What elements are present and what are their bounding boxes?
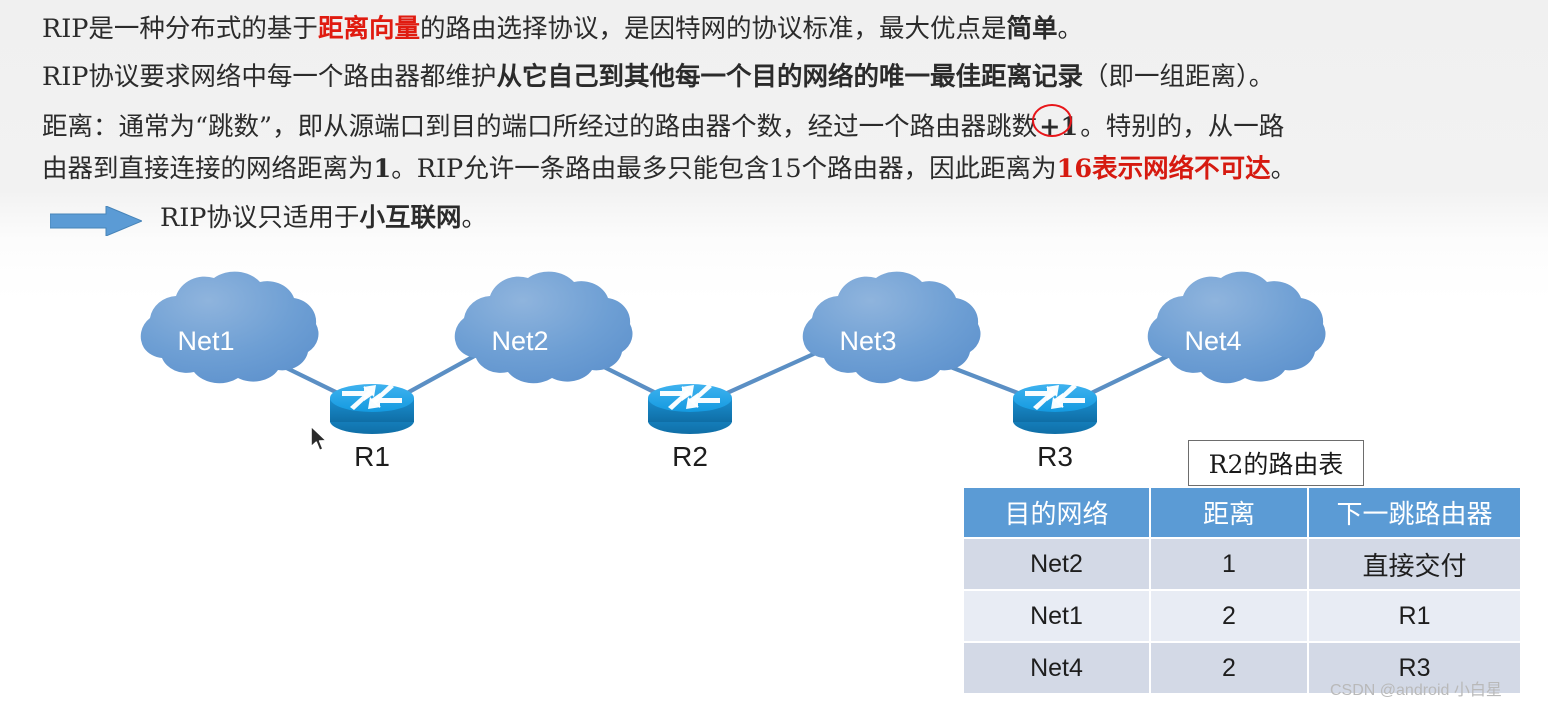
p3b-seg-1: 由器到直接连接的网络距离为 bbox=[42, 154, 374, 184]
router-label-r2: R2 bbox=[672, 441, 708, 472]
bullet-bold-small-internet: 小互联网 bbox=[359, 203, 462, 233]
p3a-seg-1: 距离：通常为“跳数”，即从源端口到目的端口所经过的路由器个数，经过一个路由器跳数 bbox=[42, 112, 1038, 142]
cell-distance: 2 bbox=[1150, 590, 1309, 643]
csdn-watermark: CSDN @android 小白星 bbox=[1330, 682, 1502, 699]
table-row: Net2 1 直接交付 bbox=[964, 538, 1520, 591]
cell-destination: Net2 bbox=[964, 538, 1151, 591]
cloud-label-net4: Net4 bbox=[1184, 326, 1242, 356]
p1-seg-3: 的路由选择协议，是因特网的协议标准，最大优点是 bbox=[419, 14, 1007, 44]
cell-next-hop: R1 bbox=[1308, 590, 1520, 643]
routing-table-title-box: R2的路由表 bbox=[1188, 440, 1364, 486]
cell-destination: Net4 bbox=[964, 642, 1151, 695]
cloud-label-net3: Net3 bbox=[839, 326, 897, 356]
cloud-label-net1: Net1 bbox=[177, 326, 235, 356]
router-label-r3: R3 bbox=[1037, 441, 1073, 472]
cell-destination: Net1 bbox=[964, 590, 1151, 643]
cell-distance: 1 bbox=[1150, 538, 1309, 591]
column-header-next-hop: 下一跳路由器 bbox=[1308, 488, 1520, 539]
p1-seg-5: 。 bbox=[1057, 14, 1083, 44]
p1-highlight-distance-vector: 距离向量 bbox=[317, 14, 420, 44]
table-header-row: 目的网络 距离 下一跳路由器 bbox=[964, 488, 1520, 539]
circled-plus-one-annotation: +1 bbox=[1032, 104, 1080, 148]
p3b-bold-one: 1 bbox=[373, 154, 392, 184]
cloud-label-net2: Net2 bbox=[491, 326, 549, 356]
routing-table: 目的网络 距离 下一跳路由器 Net2 1 直接交付 Net1 2 R1 Net… bbox=[964, 488, 1520, 695]
bullet-seg-3: 。 bbox=[461, 203, 487, 233]
p1-bold-simple: 简单 bbox=[1006, 14, 1058, 44]
circled-plus-one-text: +1 bbox=[1039, 112, 1079, 142]
p2-seg-3: （即一组距离）。 bbox=[1082, 62, 1275, 92]
p3b-highlight-unreachable: 16表示网络不可达 bbox=[1056, 154, 1271, 184]
table-row: Net1 2 R1 bbox=[964, 590, 1520, 643]
router-label-r1: R1 bbox=[354, 441, 390, 472]
p3a-seg-3: 。特别的，从一路 bbox=[1080, 112, 1285, 142]
bullet-seg-1: RIP协议只适用于 bbox=[160, 203, 360, 233]
block-arrow-right-icon bbox=[50, 206, 142, 236]
cell-distance: 2 bbox=[1150, 642, 1309, 695]
cell-next-hop: 直接交付 bbox=[1308, 538, 1520, 591]
cell-next-hop: R3 bbox=[1308, 642, 1520, 695]
bullet-text: RIP协议只适用于小互联网。 bbox=[160, 196, 487, 240]
column-header-destination: 目的网络 bbox=[964, 488, 1151, 539]
p2-bold-record: 从它自己到其他每一个目的网络的唯一最佳距离记录 bbox=[496, 62, 1083, 92]
table-row: Net4 2 R3 bbox=[964, 642, 1520, 695]
paragraph-1: RIP是一种分布式的基于距离向量的路由选择协议，是因特网的协议标准，最大优点是简… bbox=[42, 8, 1083, 50]
mouse-cursor-icon bbox=[310, 425, 328, 452]
p3b-seg-5: 。 bbox=[1270, 154, 1297, 184]
routing-table-title: R2的路由表 bbox=[1208, 450, 1344, 479]
paragraph-3-line-2: 由器到直接连接的网络距离为1。RIP允许一条路由最多只能包含15个路由器，因此距… bbox=[42, 148, 1296, 190]
p1-seg-1: RIP是一种分布式的基于 bbox=[42, 14, 318, 44]
paragraph-3-line-1: 距离：通常为“跳数”，即从源端口到目的端口所经过的路由器个数，经过一个路由器跳数… bbox=[42, 104, 1285, 148]
p3b-seg-3: 。RIP允许一条路由最多只能包含15个路由器，因此距离为 bbox=[391, 154, 1057, 184]
paragraph-2: RIP协议要求网络中每一个路由器都维护从它自己到其他每一个目的网络的唯一最佳距离… bbox=[42, 56, 1274, 98]
p2-seg-1: RIP协议要求网络中每一个路由器都维护 bbox=[42, 62, 497, 92]
column-header-distance: 距离 bbox=[1150, 488, 1309, 539]
